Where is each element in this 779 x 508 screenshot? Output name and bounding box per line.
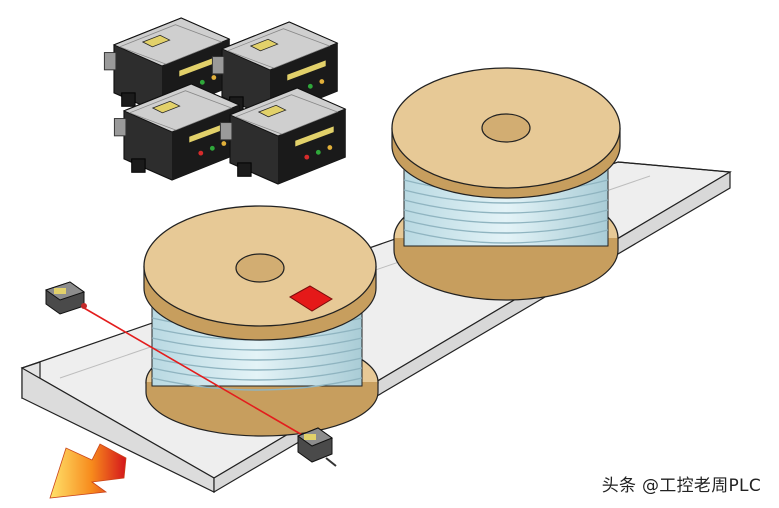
laser-beam [83,307,305,437]
target-marker [289,285,333,312]
watermark: 头条 @工控老周PLC [601,476,761,496]
cable-spool-back [391,67,621,301]
laser-receiver [296,427,337,467]
laser-emitter [44,281,87,315]
conveyor-tray [20,161,732,494]
cable-spool-front [143,205,379,437]
direction-arrow [49,443,127,499]
